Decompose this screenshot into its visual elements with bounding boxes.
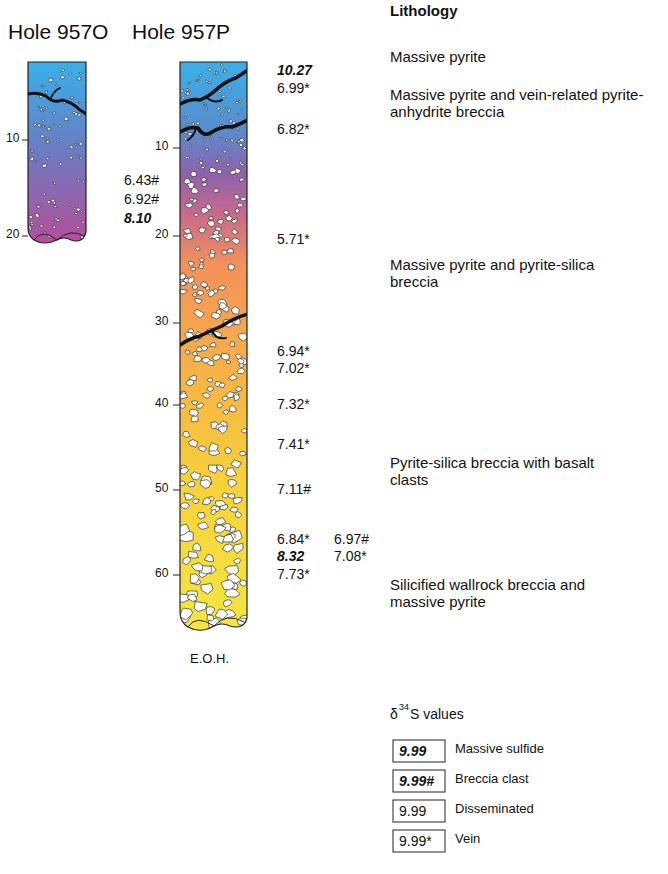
isotope-value: 6.99*: [277, 80, 310, 96]
core-column: [28, 62, 86, 243]
legend-text: Vein: [455, 832, 480, 847]
lithology-label: Massive pyrite: [390, 48, 486, 65]
breccia-clasts: [29, 69, 86, 239]
isotope-value: 6.43#: [124, 172, 159, 188]
isotope-value: 6.92#: [124, 191, 159, 207]
isotope-value: 6.84*: [277, 531, 310, 547]
legend-title: S values: [410, 706, 464, 722]
end-of-hole: E.O.H.: [190, 652, 229, 667]
veins: [180, 70, 248, 345]
lithology-label: Massive pyrite and vein-related pyrite-a…: [390, 86, 660, 121]
lithology-label: Massive pyrite and pyrite-silica breccia: [390, 256, 600, 291]
depth-label: 10: [6, 132, 19, 146]
isotope-value: 8.32: [277, 548, 304, 564]
breccia-clasts: [177, 64, 250, 628]
depth-ticks: [22, 140, 180, 575]
depth-label: 10: [155, 140, 168, 154]
depth-label: 50: [155, 482, 168, 496]
legend-title-superscript: 34: [399, 702, 409, 712]
lithology-label: Pyrite-silica breccia with basalt clasts: [390, 454, 600, 489]
depth-label: 20: [6, 228, 19, 242]
isotope-value: 7.08*: [334, 548, 367, 564]
isotope-value: 7.11#: [277, 481, 311, 497]
isotope-value: 6.82*: [277, 121, 310, 137]
legend-sample: 9.99: [399, 743, 426, 759]
core-break: [188, 618, 244, 627]
legend-text: Breccia clast: [455, 772, 529, 787]
legend-text: Disseminated: [455, 802, 534, 817]
legend-sample-boxes: [393, 740, 445, 852]
hole-title: Hole 957P: [132, 20, 230, 44]
veins: [28, 88, 86, 114]
isotope-value: 10.27: [277, 62, 312, 78]
depth-label: 40: [155, 397, 168, 411]
column-outline: [180, 62, 247, 630]
core-column: [180, 62, 247, 630]
lithology-label: Silicified wallrock breccia and massive …: [390, 576, 610, 611]
hole-title: Hole 957O: [8, 20, 108, 44]
legend-title: δ: [390, 706, 398, 722]
isotope-value: 6.94*: [277, 343, 310, 359]
legend-sample: 9.99*: [399, 833, 432, 849]
column-outline: [28, 62, 86, 243]
isotope-value: 7.41*: [277, 436, 310, 452]
depth-label: 20: [155, 228, 168, 242]
legend-sample: 9.99: [399, 803, 426, 819]
depth-label: 30: [155, 315, 168, 329]
isotope-value: 8.10: [124, 210, 151, 226]
isotope-value: 7.73*: [277, 566, 310, 582]
legend-text: Massive sulfide: [455, 742, 544, 757]
isotope-value: 6.97#: [334, 531, 369, 547]
core-break: [34, 233, 84, 240]
isotope-value: 7.32*: [277, 396, 310, 412]
isotope-value: 5.71*: [277, 231, 310, 247]
column-heading: Lithology: [390, 2, 458, 19]
isotope-value: 7.02*: [277, 360, 310, 376]
depth-label: 60: [155, 567, 168, 581]
legend-sample: 9.99#: [399, 773, 434, 789]
